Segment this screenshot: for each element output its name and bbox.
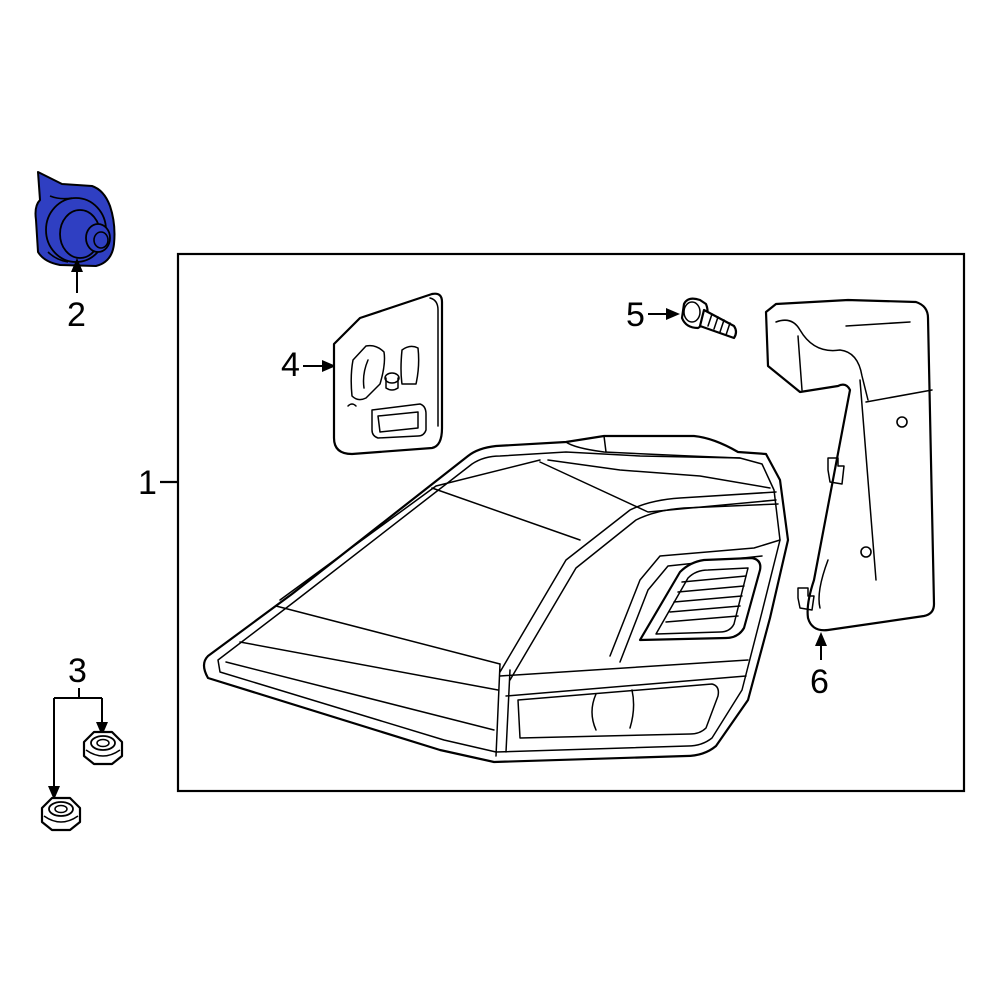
callout-3-bracket xyxy=(53,688,103,790)
callout-6-arrowhead xyxy=(815,632,827,646)
callout-3-arrowhead-b xyxy=(48,786,60,800)
flange-nut-icon[interactable] xyxy=(40,796,82,832)
callout-5-label: 5 xyxy=(626,296,645,334)
callout-5[interactable]: 5 xyxy=(626,296,680,334)
bolt-icon[interactable] xyxy=(680,297,738,340)
tail-lamp-assembly-icon[interactable] xyxy=(202,434,790,764)
mounting-bracket-icon[interactable] xyxy=(764,298,936,632)
callout-3[interactable]: 3 xyxy=(48,652,108,800)
gasket-icon[interactable] xyxy=(332,292,444,456)
callout-5-arrowhead xyxy=(666,308,680,320)
flange-nut-icon[interactable] xyxy=(82,730,124,766)
bulb-socket-icon[interactable] xyxy=(34,171,116,267)
callout-4-label: 4 xyxy=(281,346,300,384)
callout-3-label: 3 xyxy=(68,652,87,690)
assembly-frame xyxy=(176,252,966,793)
callout-1-label: 1 xyxy=(138,464,157,502)
callout-2-label: 2 xyxy=(67,296,86,334)
callout-3-arrowhead-a xyxy=(96,722,108,736)
callout-2[interactable]: 2 xyxy=(67,258,86,334)
callout-4-arrowhead xyxy=(322,360,336,372)
callout-2-arrowhead xyxy=(71,258,83,272)
callout-1[interactable]: 1 xyxy=(138,464,178,502)
callout-6[interactable]: 6 xyxy=(810,632,829,701)
callout-4[interactable]: 4 xyxy=(281,346,336,384)
callout-6-label: 6 xyxy=(810,663,829,701)
